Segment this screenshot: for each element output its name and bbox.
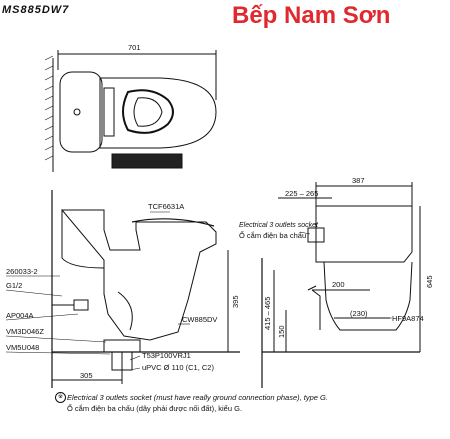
front-stop-valve xyxy=(307,285,321,330)
dim-text-387: 387 xyxy=(352,176,365,185)
remote-control-panel xyxy=(111,153,183,169)
top-seat xyxy=(99,77,217,149)
front-base xyxy=(323,261,413,331)
front-control-box xyxy=(307,227,325,243)
label-vm3d046z: VM3D046Z xyxy=(6,327,44,336)
flush-knob xyxy=(73,108,81,116)
dim-text-200: 200 xyxy=(332,280,345,289)
label-electrical-en: Electrical 3 outlets socket xyxy=(239,222,319,229)
side-pipe-flange xyxy=(103,339,141,353)
label-cw885dv: CW885DV xyxy=(182,315,217,324)
note-mark: ※ xyxy=(55,392,66,403)
note-line-en: Electrical 3 outlets socket (must have r… xyxy=(67,393,328,402)
dim-text-150: 150 xyxy=(277,325,286,338)
dim-text-395: 395 xyxy=(231,295,240,308)
dim-text-305: 305 xyxy=(80,371,93,380)
side-bowl-outline xyxy=(60,209,217,341)
top-tank xyxy=(59,71,103,153)
front-tank xyxy=(315,205,413,263)
note-line-vi: Ổ cắm điện ba chấu (dây phải được nối đấ… xyxy=(67,404,243,413)
label-t53p100vrj1: T53P100VRJ1 xyxy=(142,351,191,360)
label-hf9a874: HF9A874 xyxy=(392,314,424,323)
top-bowl-inner xyxy=(133,97,163,127)
label-vm5u048: VM5U048 xyxy=(6,343,39,352)
label-tcf6631a: TCF6631A xyxy=(148,202,184,211)
dim-text-225-265: 225 – 265 xyxy=(285,189,318,198)
side-stop-valve xyxy=(73,299,89,311)
seat-hinge-box xyxy=(103,87,115,137)
label-g1-2: G1/2 xyxy=(6,281,22,290)
brand-title: Bếp Nam Sơn xyxy=(232,2,391,29)
side-tank xyxy=(61,210,105,269)
side-trap xyxy=(117,291,133,331)
label-260033-2: 260033-2 xyxy=(6,267,38,276)
side-seat xyxy=(131,218,215,227)
dim-text-645: 645 xyxy=(425,275,434,288)
label-electrical-vi: Ổ cắm điện ba chấu xyxy=(239,231,306,240)
model-number: MS885DW7 xyxy=(2,4,70,16)
label-ap004a: AP004A xyxy=(6,311,34,320)
dim-text-701: 701 xyxy=(128,43,141,52)
top-bowl xyxy=(122,89,174,134)
label-upvc: uPVC Ø 110 (C1, C2) xyxy=(142,363,214,372)
dim-text-230: (230) xyxy=(350,309,368,318)
dim-text-415-465: 415 – 465 xyxy=(263,297,272,330)
